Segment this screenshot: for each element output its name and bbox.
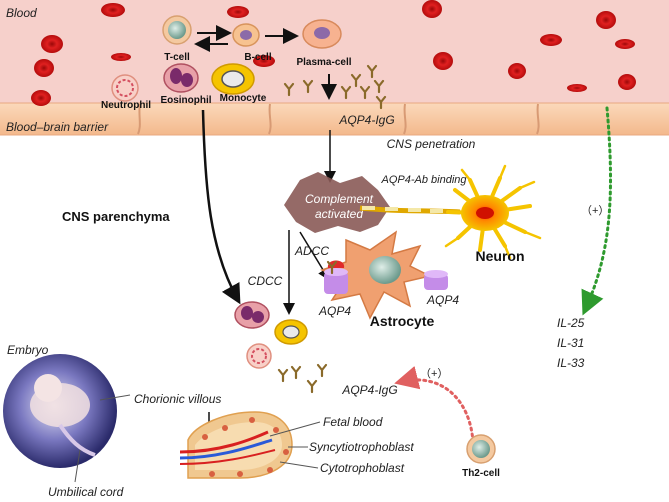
monocyte-parenchyma (274, 319, 308, 345)
red-blood-cell (111, 53, 131, 61)
red-blood-cell (540, 34, 562, 46)
aqp4-igg-bottom-label: AQP4-IgG (341, 383, 397, 397)
th2-cell (466, 434, 496, 464)
eosinophil-parenchyma (234, 301, 270, 329)
chorionic-leader (99, 394, 131, 401)
th2-cell-label: Th2-cell (462, 468, 500, 479)
red-blood-cell (41, 35, 63, 53)
plus-bottom-label: （+） (420, 367, 448, 380)
neutrophil-parenchyma (246, 343, 272, 369)
red-blood-cells (31, 0, 636, 106)
adcc-label: ADCC (294, 244, 329, 258)
aqp4-right-label: AQP4 (426, 293, 459, 307)
astrocyte-label: Astrocyte (370, 313, 435, 329)
red-blood-cell (31, 90, 51, 106)
plus-right-label: （+） (581, 204, 609, 217)
t-cell-label: T-cell (164, 52, 190, 63)
eosinophil (163, 63, 199, 93)
neuron (359, 164, 542, 260)
cdcc-label: CDCC (248, 274, 283, 288)
blood-label: Blood (6, 6, 37, 20)
fetal-blood-leader (269, 421, 321, 437)
red-blood-cell (34, 59, 54, 77)
chorionic-label: Chorionic villous (134, 392, 221, 406)
embryo-label: Embryo (7, 343, 49, 357)
complement-activated (284, 172, 390, 233)
cell-interaction-arrows (194, 25, 337, 100)
aqp4-left-label: AQP4 (318, 304, 351, 318)
il31-label: IL-31 (557, 336, 584, 350)
t-cell (162, 15, 192, 45)
th2-arrow (394, 366, 475, 444)
cyto-leader (279, 461, 319, 469)
eosinophil-label: Eosinophil (160, 95, 211, 106)
plasma-cell-label: Plasma-cell (296, 57, 351, 68)
bbb-label: Blood–brain barrier (6, 120, 109, 134)
red-blood-cell (618, 74, 636, 90)
red-blood-cell (508, 63, 526, 79)
b-cell-label: B-cell (244, 52, 271, 63)
blood-brain-barrier (0, 102, 669, 136)
umbilical-leader (74, 449, 81, 483)
complement-label-line2: activated (315, 207, 363, 221)
monocyte (211, 63, 255, 95)
complement-effector-arrows (283, 230, 330, 315)
red-blood-cell (615, 39, 635, 49)
aqp4-ab-binding-label: AQP4-Ab binding (381, 174, 468, 186)
embryo-image (3, 354, 117, 468)
il25-label: IL-25 (557, 316, 585, 330)
neuron-label: Neuron (476, 248, 525, 264)
aqp4-channel-right (424, 270, 448, 290)
red-blood-cell (422, 0, 442, 18)
neutrophil (111, 74, 139, 102)
plasma-cell (302, 19, 342, 49)
red-blood-cell (596, 11, 616, 29)
umbilical-label: Umbilical cord (48, 485, 124, 499)
aqp4-igg-top-label: AQP4-IgG (338, 113, 394, 127)
chorionic-villous (179, 411, 293, 479)
neutrophil-label: Neutrophil (101, 100, 151, 111)
blood-region (0, 0, 669, 108)
red-blood-cell (227, 6, 249, 18)
red-blood-cell (567, 84, 587, 92)
aqp4-channel-left (324, 260, 348, 294)
red-blood-cell (433, 52, 453, 70)
complement-label-line1: Complement (305, 192, 374, 206)
cns-parenchyma-label: CNS parenchyma (62, 209, 170, 224)
cytokine-arrow (581, 106, 612, 316)
il33-label: IL-33 (557, 356, 585, 370)
red-blood-cell (101, 3, 125, 17)
cell-migration-arrow (201, 109, 241, 305)
monocyte-label: Monocyte (220, 93, 267, 104)
antibodies-parenchyma (277, 363, 328, 394)
red-blood-cell (253, 55, 275, 67)
b-cell (232, 23, 260, 47)
cns-penetration-label: CNS penetration (387, 137, 476, 151)
syncytio-label: Syncytiotrophoblast (309, 440, 414, 454)
cyto-label: Cytotrophoblast (320, 461, 405, 475)
fetal-blood-label: Fetal blood (323, 415, 383, 429)
